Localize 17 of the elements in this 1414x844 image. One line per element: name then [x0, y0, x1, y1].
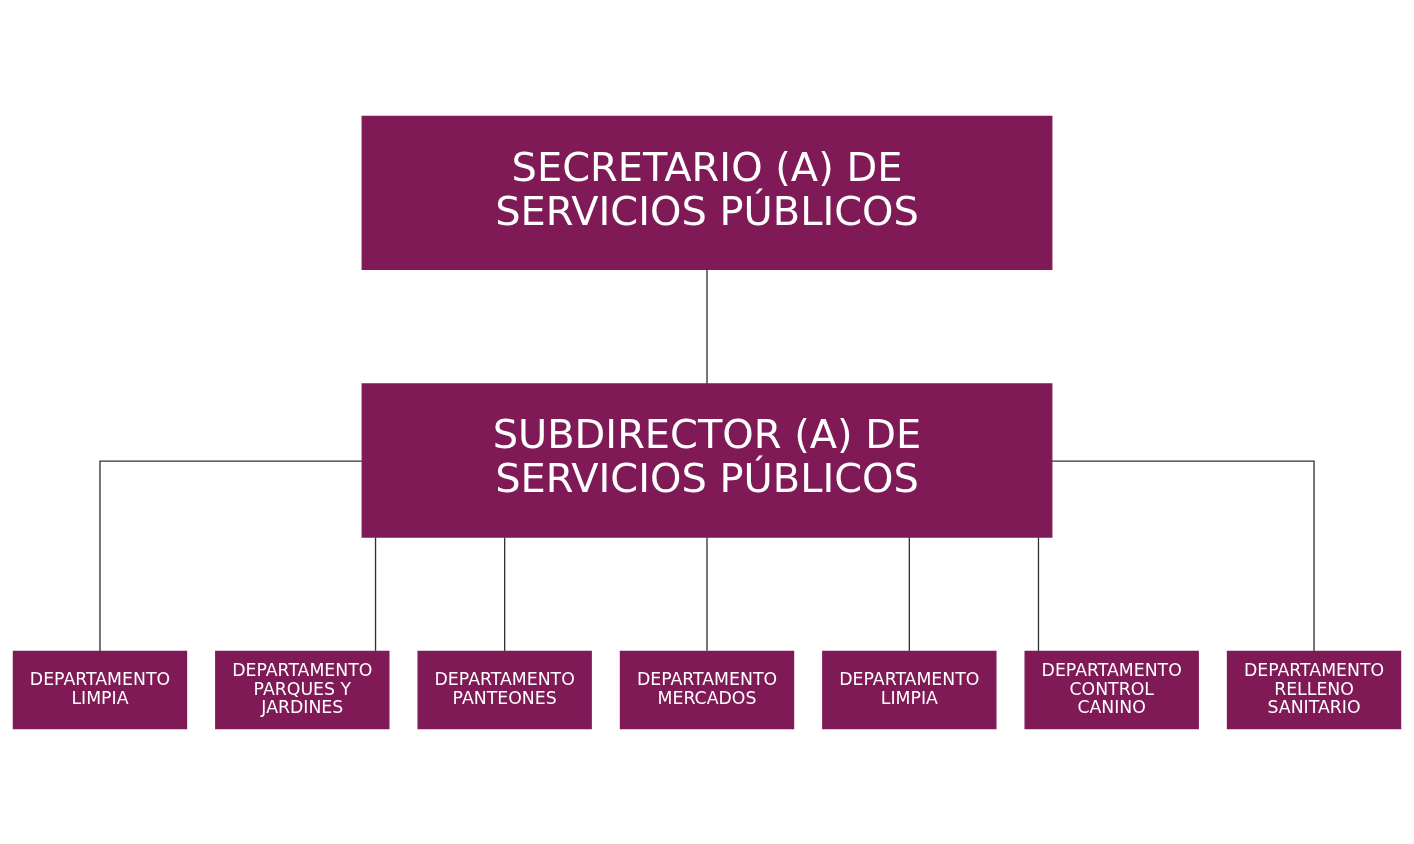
connector: [1051, 459, 1315, 652]
node-box: DEPARTAMENTO RELLENO SANITARIO: [1226, 650, 1402, 729]
connector: [908, 536, 910, 652]
connector: [99, 459, 363, 652]
connector: [504, 536, 506, 652]
node-box: DEPARTAMENTO LIMPIA: [822, 650, 997, 729]
node-box: DEPARTAMENTO CONTROL CANINO: [1024, 650, 1199, 729]
node-box: DEPARTAMENTO MERCADOS: [619, 650, 795, 729]
node-box: DEPARTAMENTO PARQUES Y JARDINES: [215, 650, 390, 729]
connector: [706, 536, 708, 652]
connector: [374, 536, 377, 652]
connector: [1037, 536, 1040, 652]
node-box: DEPARTAMENTO LIMPIA: [12, 650, 188, 729]
connector: [706, 268, 708, 384]
node-box: DEPARTAMENTO PANTEONES: [417, 650, 592, 729]
node-box: SECRETARIO (A) DE SERVICIOS PÚBLICOS: [361, 115, 1053, 270]
node-box: SUBDIRECTOR (A) DE SERVICIOS PÚBLICOS: [361, 382, 1053, 538]
